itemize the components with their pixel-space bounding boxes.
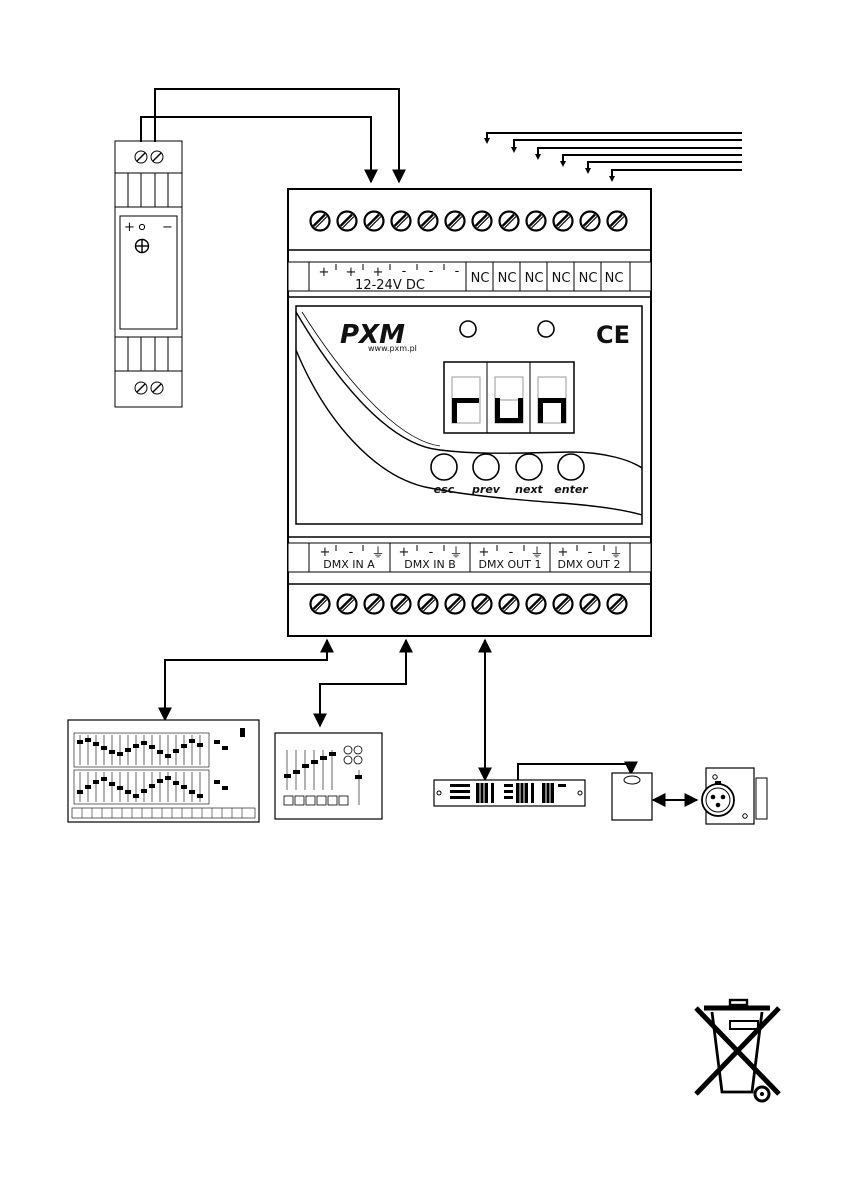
pxm-url: www.pxm.pl <box>368 344 417 353</box>
weee-bin-icon <box>696 1000 779 1101</box>
esc-button[interactable]: esc <box>431 454 457 496</box>
svg-text:enter: enter <box>554 483 588 496</box>
dmx-in-b-label: DMX IN B <box>404 558 456 571</box>
xlr-connector-icon <box>702 768 767 824</box>
dmx-splitter-icon <box>434 780 585 806</box>
led-indicator-1 <box>460 321 476 337</box>
top-term-11: NC <box>579 271 598 286</box>
top-term-7: NC <box>471 271 490 286</box>
prev-button[interactable]: prev <box>471 454 501 496</box>
next-button[interactable]: next <box>515 454 543 496</box>
svg-text:prev: prev <box>471 483 501 496</box>
top-term-5: - <box>429 264 434 279</box>
dmx-out-2-label: DMX OUT 2 <box>558 558 621 571</box>
ce-mark-icon: CE <box>596 321 630 349</box>
pxm-device: + + + - - - NC NC NC NC NC NC 12-24V DC … <box>288 189 651 636</box>
lighting-console-icon <box>68 720 259 822</box>
voltage-label: 12-24V DC <box>355 278 425 293</box>
power-supply-icon: + − <box>115 141 182 407</box>
top-term-6: - <box>455 264 460 279</box>
output-wires <box>487 133 742 178</box>
led-indicator-2 <box>538 321 554 337</box>
top-term-8: NC <box>498 271 517 286</box>
top-term-1: + <box>319 265 330 280</box>
top-term-4: - <box>402 264 407 279</box>
psu-plus-label: + <box>124 220 135 235</box>
dmx-out-1-label: DMX OUT 1 <box>479 558 542 571</box>
svg-text:next: next <box>515 483 543 496</box>
dmx-device-icon <box>612 773 652 820</box>
small-console-icon <box>275 733 382 819</box>
top-term-9: NC <box>525 271 544 286</box>
psu-minus-label: − <box>162 220 173 235</box>
svg-text:esc: esc <box>434 483 455 496</box>
top-term-12: NC <box>605 271 624 286</box>
dmx-in-a-label: DMX IN A <box>323 558 375 571</box>
top-term-10: NC <box>552 271 571 286</box>
